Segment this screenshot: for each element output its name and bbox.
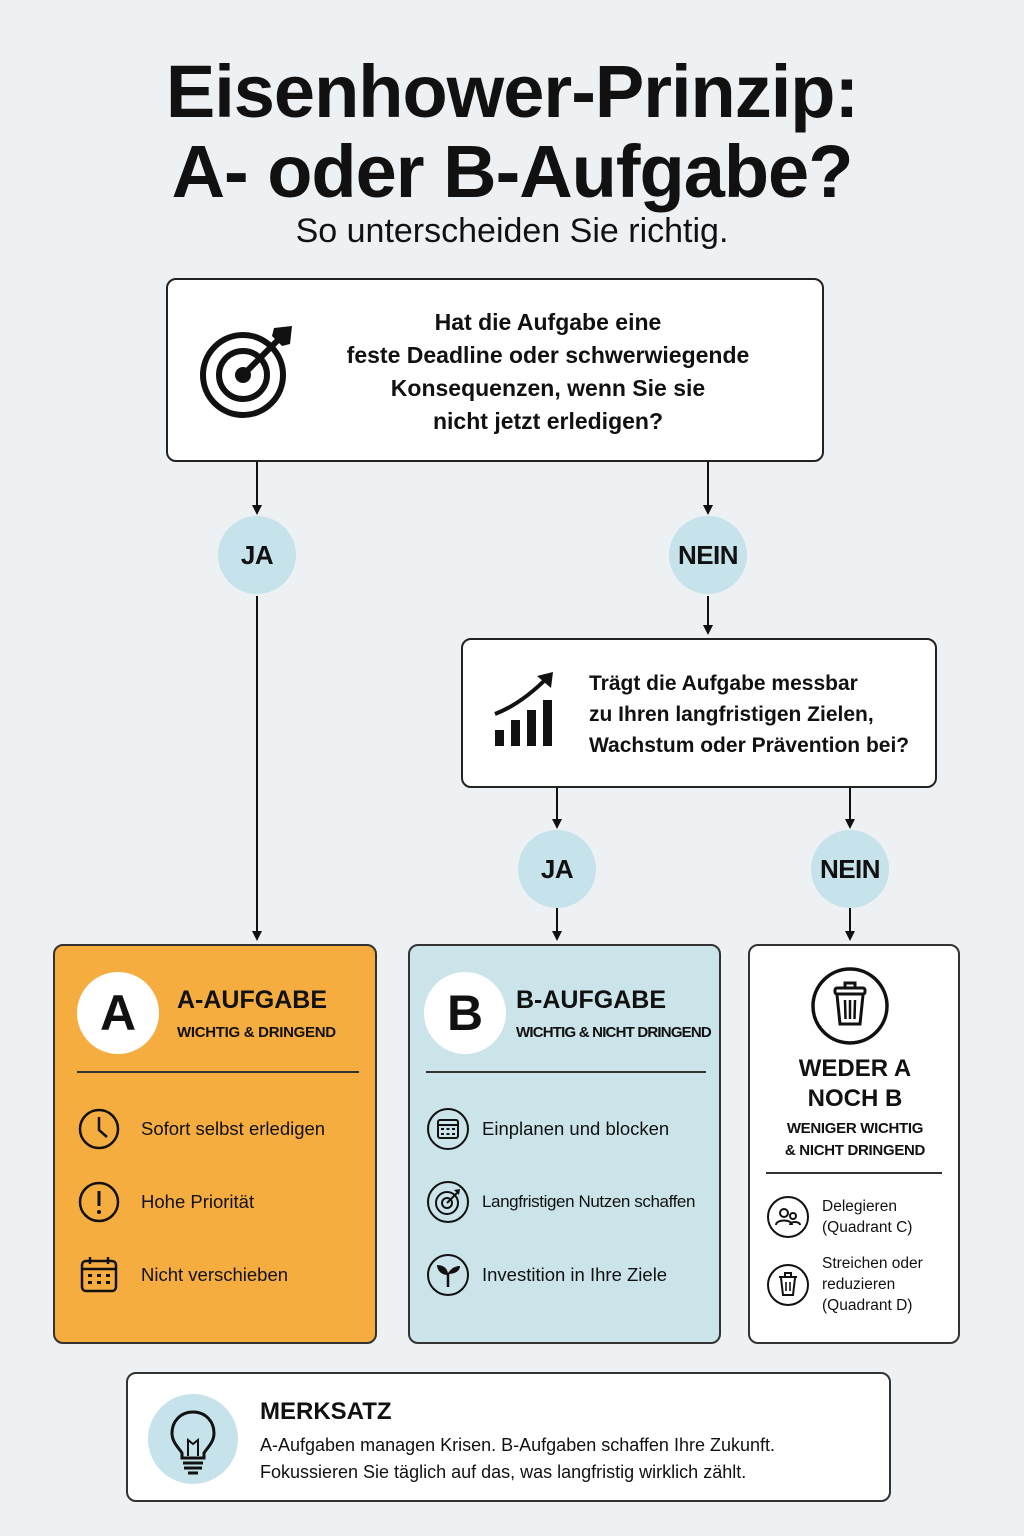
card-b-title: B-AUFGABE bbox=[516, 986, 666, 1014]
card-c-item: Delegieren (Quadrant C) bbox=[766, 1195, 912, 1239]
card-a-item: Hohe Priorität bbox=[77, 1180, 254, 1224]
question-1-line: nicht jetzt erledigen? bbox=[432, 408, 664, 434]
page-title-line1: Eisenhower-Prinzip: bbox=[165, 50, 859, 133]
target-icon bbox=[200, 326, 292, 418]
exclamation-icon bbox=[78, 1181, 120, 1223]
merksatz-text: A-Aufgaben managen Krisen. B-Aufgaben sc… bbox=[260, 1432, 880, 1486]
card-a-item: Sofort selbst erledigen bbox=[77, 1107, 325, 1151]
card-c-title-line: WEDER A bbox=[798, 1055, 912, 1082]
question-2-text: Trägt die Aufgabe messbar zu Ihren langf… bbox=[589, 668, 929, 761]
question-1-box: Hat die Aufgabe eine feste Deadline oder… bbox=[166, 278, 824, 462]
card-c-item-label: Delegieren (Quadrant C) bbox=[822, 1196, 912, 1238]
card-c-subtitle: WENIGER WICHTIG & NICHT DRINGEND bbox=[750, 1118, 960, 1162]
card-b-item-label: Investition in Ihre Ziele bbox=[482, 1264, 668, 1285]
card-c-item-line: (Quadrant D) bbox=[822, 1297, 913, 1314]
trash-icon bbox=[767, 1263, 809, 1306]
clock-icon bbox=[78, 1108, 120, 1150]
merksatz-line: A-Aufgaben managen Krisen. B-Aufgaben sc… bbox=[260, 1435, 775, 1455]
answer-no-bubble: NEIN bbox=[669, 516, 747, 594]
card-a-title: A-AUFGABE bbox=[177, 986, 327, 1014]
card-c-item-label: Streichen oder reduzieren (Quadrant D) bbox=[822, 1253, 923, 1316]
card-c-item-line: Streichen oder bbox=[822, 1255, 923, 1272]
merksatz-heading: MERKSATZ bbox=[260, 1398, 392, 1425]
calendar-icon bbox=[427, 1108, 469, 1150]
question-2-line: Trägt die Aufgabe messbar bbox=[589, 672, 858, 695]
page-title-line2: A- oder B-Aufgabe? bbox=[171, 130, 854, 213]
answer-yes-bubble-2: JA bbox=[518, 830, 596, 908]
question-2-line: zu Ihren langfristigen Zielen, bbox=[589, 703, 874, 726]
answer-yes-bubble: JA bbox=[218, 516, 296, 594]
sprout-icon bbox=[427, 1254, 469, 1296]
card-c-divider bbox=[766, 1172, 942, 1174]
card-b-item-label: Langfristigen Nutzen schaffen bbox=[482, 1192, 696, 1211]
merksatz-box: MERKSATZ A-Aufgaben managen Krisen. B-Au… bbox=[126, 1372, 891, 1502]
merksatz-line: Fokussieren Sie täglich auf das, was lan… bbox=[260, 1462, 747, 1482]
people-icon bbox=[767, 1196, 809, 1238]
answer-no-bubble-2: NEIN bbox=[811, 830, 889, 908]
card-a-divider bbox=[77, 1071, 359, 1073]
card-b-letter: B bbox=[424, 972, 506, 1054]
question-1-text: Hat die Aufgabe eine feste Deadline oder… bbox=[288, 306, 808, 438]
lightbulb-icon-bg bbox=[148, 1394, 238, 1484]
card-b-aufgabe: B B-AUFGABE WICHTIG & NICHT DRINGEND Ein… bbox=[408, 944, 721, 1344]
card-neither: WEDER A NOCH B WENIGER WICHTIG & NICHT D… bbox=[748, 944, 960, 1344]
card-a-item-label: Nicht verschieben bbox=[141, 1264, 289, 1285]
card-a-subtitle: WICHTIG & DRINGEND bbox=[177, 1024, 336, 1041]
page-subtitle: So unterscheiden Sie richtig. bbox=[295, 212, 729, 250]
card-b-item: Einplanen und blocken bbox=[426, 1107, 669, 1151]
trash-icon bbox=[811, 967, 889, 1045]
card-a-item: Nicht verschieben bbox=[77, 1253, 288, 1297]
card-c-subtitle-line: WENIGER WICHTIG bbox=[786, 1120, 924, 1137]
card-a-item-label: Sofort selbst erledigen bbox=[141, 1118, 326, 1139]
card-b-item-label: Einplanen und blocken bbox=[482, 1118, 670, 1139]
card-a-item-label: Hohe Priorität bbox=[141, 1191, 255, 1212]
card-c-item-line: (Quadrant C) bbox=[822, 1219, 913, 1236]
question-2-box: Trägt die Aufgabe messbar zu Ihren langf… bbox=[461, 638, 937, 788]
target-icon bbox=[427, 1181, 469, 1223]
question-2-line: Wachstum oder Prävention bei? bbox=[589, 734, 910, 757]
card-b-item: Investition in Ihre Ziele bbox=[426, 1253, 667, 1297]
card-b-divider bbox=[426, 1071, 706, 1073]
growth-chart-icon bbox=[494, 672, 553, 746]
card-c-item-line: reduzieren bbox=[822, 1276, 896, 1293]
question-1-line: feste Deadline oder schwerwiegende bbox=[346, 342, 750, 368]
card-a-letter: A bbox=[77, 972, 159, 1054]
calendar-icon bbox=[80, 1257, 118, 1293]
card-a-aufgabe: A A-AUFGABE WICHTIG & DRINGEND Sofort se… bbox=[53, 944, 377, 1344]
card-c-subtitle-line: & NICHT DRINGEND bbox=[784, 1142, 926, 1159]
lightbulb-icon bbox=[170, 1410, 216, 1475]
card-c-item-line: Delegieren bbox=[822, 1198, 897, 1215]
card-c-title: WEDER A NOCH B bbox=[750, 1054, 960, 1114]
question-1-line: Konsequenzen, wenn Sie sie bbox=[390, 375, 706, 401]
card-c-title-line: NOCH B bbox=[807, 1085, 903, 1112]
question-1-line: Hat die Aufgabe eine bbox=[434, 309, 662, 335]
card-c-item: Streichen oder reduzieren (Quadrant D) bbox=[766, 1253, 923, 1316]
card-b-item: Langfristigen Nutzen schaffen bbox=[426, 1180, 695, 1224]
card-b-subtitle: WICHTIG & NICHT DRINGEND bbox=[516, 1024, 712, 1041]
